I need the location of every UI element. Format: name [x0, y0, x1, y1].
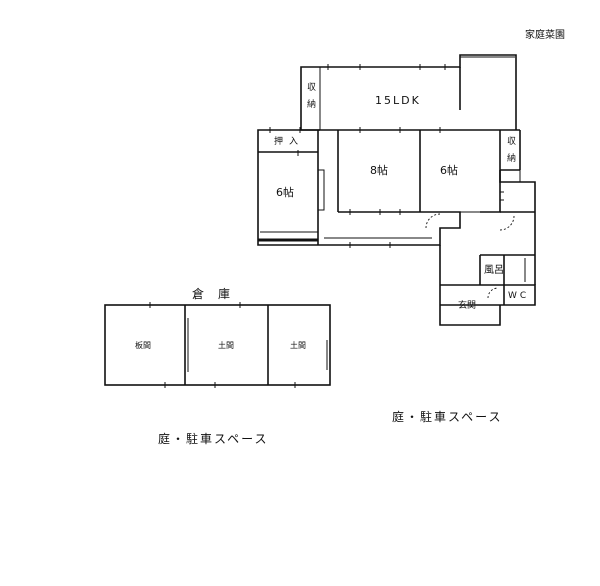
storage-right-label: 収納	[505, 135, 516, 170]
opening-ticks	[269, 64, 446, 248]
room-8-label: 8帖	[370, 164, 388, 177]
closet-label: 押入	[274, 135, 304, 147]
earth-floor-1-label: 土間	[218, 340, 234, 350]
earth-floor-2-label: 土間	[290, 340, 306, 350]
ldk-label: 15LDK	[375, 94, 421, 107]
entrance-label: 玄関	[458, 299, 476, 311]
warehouse-label: 倉庫	[192, 286, 244, 301]
wood-floor-label: 板間	[135, 340, 151, 350]
yard-parking-left-label: 庭・駐車スペース	[158, 431, 269, 446]
garden-plot-label: 家庭菜園	[525, 28, 565, 41]
bath-label: 風呂	[484, 264, 504, 276]
main-house-walls	[257, 54, 536, 326]
room-6b-label: 6帖	[440, 164, 458, 177]
door-swings	[425, 191, 515, 299]
plan-labels: 家庭菜園 15LDK 収納 収納 押入 6帖 8帖 6帖 風呂 WC 玄関 倉庫…	[135, 28, 565, 446]
warehouse-walls	[104, 302, 331, 388]
yard-parking-right-label: 庭・駐車スペース	[392, 409, 503, 424]
storage-ldk-label: 収納	[305, 81, 316, 116]
wc-label: WC	[508, 291, 529, 301]
room-6a-label: 6帖	[276, 186, 294, 199]
